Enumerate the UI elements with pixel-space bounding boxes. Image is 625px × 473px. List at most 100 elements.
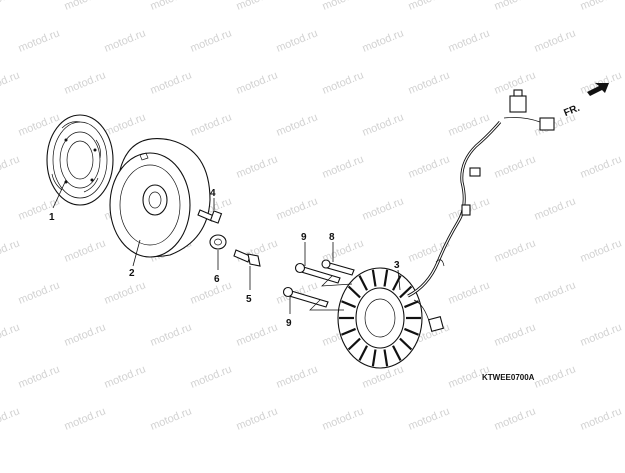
watermark-text: motod.ru xyxy=(361,27,406,54)
watermark-text: motod.ru xyxy=(533,363,578,390)
callout-5: 5 xyxy=(246,294,252,305)
watermark-text: motod.ru xyxy=(0,237,21,264)
stator-tooth xyxy=(404,300,419,309)
callout-8: 8 xyxy=(329,232,335,243)
stator-tooth xyxy=(383,269,389,287)
watermark-text: motod.ru xyxy=(149,321,194,348)
watermark-text: motod.ru xyxy=(189,111,234,138)
stator-tooth xyxy=(371,269,377,287)
watermark-text: motod.ru xyxy=(275,195,320,222)
front-arrow-icon xyxy=(587,83,609,96)
watermark-text: motod.ru xyxy=(63,405,108,432)
stator-tooth xyxy=(383,349,389,367)
watermark-text: motod.ru xyxy=(533,27,578,54)
watermark-text: motod.ru xyxy=(533,279,578,306)
stator-tooth xyxy=(404,327,419,336)
stator-tooth xyxy=(341,300,356,309)
watermark-text: motod.ru xyxy=(235,0,280,13)
stator-tooth xyxy=(347,285,361,299)
watermark-text: motod.ru xyxy=(407,0,452,13)
watermark-text: motod.ru xyxy=(407,405,452,432)
watermark-text: motod.ru xyxy=(407,69,452,96)
watermark-text: motod.ru xyxy=(579,0,624,13)
watermark-text: motod.ru xyxy=(149,405,194,432)
watermark-text: motod.ru xyxy=(103,27,148,54)
watermark-text: motod.ru xyxy=(103,363,148,390)
watermark-text: motod.ru xyxy=(0,153,21,180)
watermark-text: motod.ru xyxy=(189,27,234,54)
bolt-5-part xyxy=(233,249,261,267)
watermark-text: motod.ru xyxy=(63,237,108,264)
watermark-text: motod.ru xyxy=(493,321,538,348)
watermark-text: motod.ru xyxy=(235,153,280,180)
watermark-text: motod.ru xyxy=(447,27,492,54)
watermark-text: motod.ru xyxy=(533,195,578,222)
stator-tooth xyxy=(399,285,413,299)
watermark-text: motod.ru xyxy=(275,363,320,390)
washer-6-part xyxy=(209,234,227,250)
callout-9-lower: 9 xyxy=(286,318,292,329)
watermark-text: motod.ru xyxy=(493,237,538,264)
watermark-text: motod.ru xyxy=(275,27,320,54)
callout-2: 2 xyxy=(129,268,135,279)
callout-4: 4 xyxy=(210,188,216,199)
watermark-text: motod.ru xyxy=(63,0,108,13)
watermark-text: motod.ru xyxy=(579,405,624,432)
stator-tooth xyxy=(347,337,361,351)
watermark-text: motod.ru xyxy=(103,279,148,306)
watermark-text: motod.ru xyxy=(235,69,280,96)
callout-9-upper: 9 xyxy=(301,232,307,243)
watermark-text: motod.ru xyxy=(17,363,62,390)
watermark-text: motod.ru xyxy=(361,195,406,222)
watermark-text: motod.ru xyxy=(103,111,148,138)
stator-tooth xyxy=(399,337,413,351)
stator-teeth xyxy=(339,269,421,367)
watermark-text: motod.ru xyxy=(0,405,21,432)
watermark-text: motod.ru xyxy=(149,0,194,13)
diagram-code: KTWEE0700A xyxy=(482,373,535,382)
direction-label: FR. xyxy=(562,103,581,119)
bolt-8-part xyxy=(321,259,355,276)
watermark-text: motod.ru xyxy=(321,153,366,180)
stator-tooth xyxy=(392,345,402,361)
callout-lines xyxy=(52,179,401,314)
stator-tooth xyxy=(358,275,368,291)
watermark-text: motod.ru xyxy=(321,0,366,13)
starter-clutch-part xyxy=(46,114,114,206)
stator-tooth xyxy=(371,349,377,367)
watermark-text: motod.ru xyxy=(493,0,538,13)
watermark-text: motod.ru xyxy=(235,405,280,432)
watermark-text: motod.ru xyxy=(17,279,62,306)
stator-tooth xyxy=(358,345,368,361)
watermark-text: motod.ru xyxy=(189,363,234,390)
watermark-text: motod.ru xyxy=(361,111,406,138)
watermark-text: motod.ru xyxy=(447,279,492,306)
stator-tooth xyxy=(392,275,402,291)
watermark-text: motod.ru xyxy=(407,237,452,264)
watermark-text: motod.ru xyxy=(17,27,62,54)
watermark-text: motod.ru xyxy=(0,0,21,13)
watermark-text: motod.ru xyxy=(149,69,194,96)
callout-3: 3 xyxy=(394,260,400,271)
watermark-text: motod.ru xyxy=(275,111,320,138)
watermark-text: motod.ru xyxy=(321,69,366,96)
watermark-text: motod.ru xyxy=(0,69,21,96)
watermark-text: motod.ru xyxy=(579,237,624,264)
watermark-text: motod.ru xyxy=(493,153,538,180)
watermark-text: motod.ru xyxy=(493,405,538,432)
bolt-4-part xyxy=(197,209,223,224)
watermark-text: motod.ru xyxy=(447,111,492,138)
watermark-text: motod.ru xyxy=(63,321,108,348)
watermark-text: motod.ru xyxy=(189,279,234,306)
watermark-text: motod.ru xyxy=(0,321,21,348)
watermark-text: motod.ru xyxy=(321,405,366,432)
callout-6: 6 xyxy=(214,274,220,285)
watermark-text: motod.ru xyxy=(579,153,624,180)
callout-1: 1 xyxy=(49,212,55,223)
stator-tooth xyxy=(341,327,356,336)
watermark-text: motod.ru xyxy=(235,321,280,348)
watermark-text: motod.ru xyxy=(407,153,452,180)
